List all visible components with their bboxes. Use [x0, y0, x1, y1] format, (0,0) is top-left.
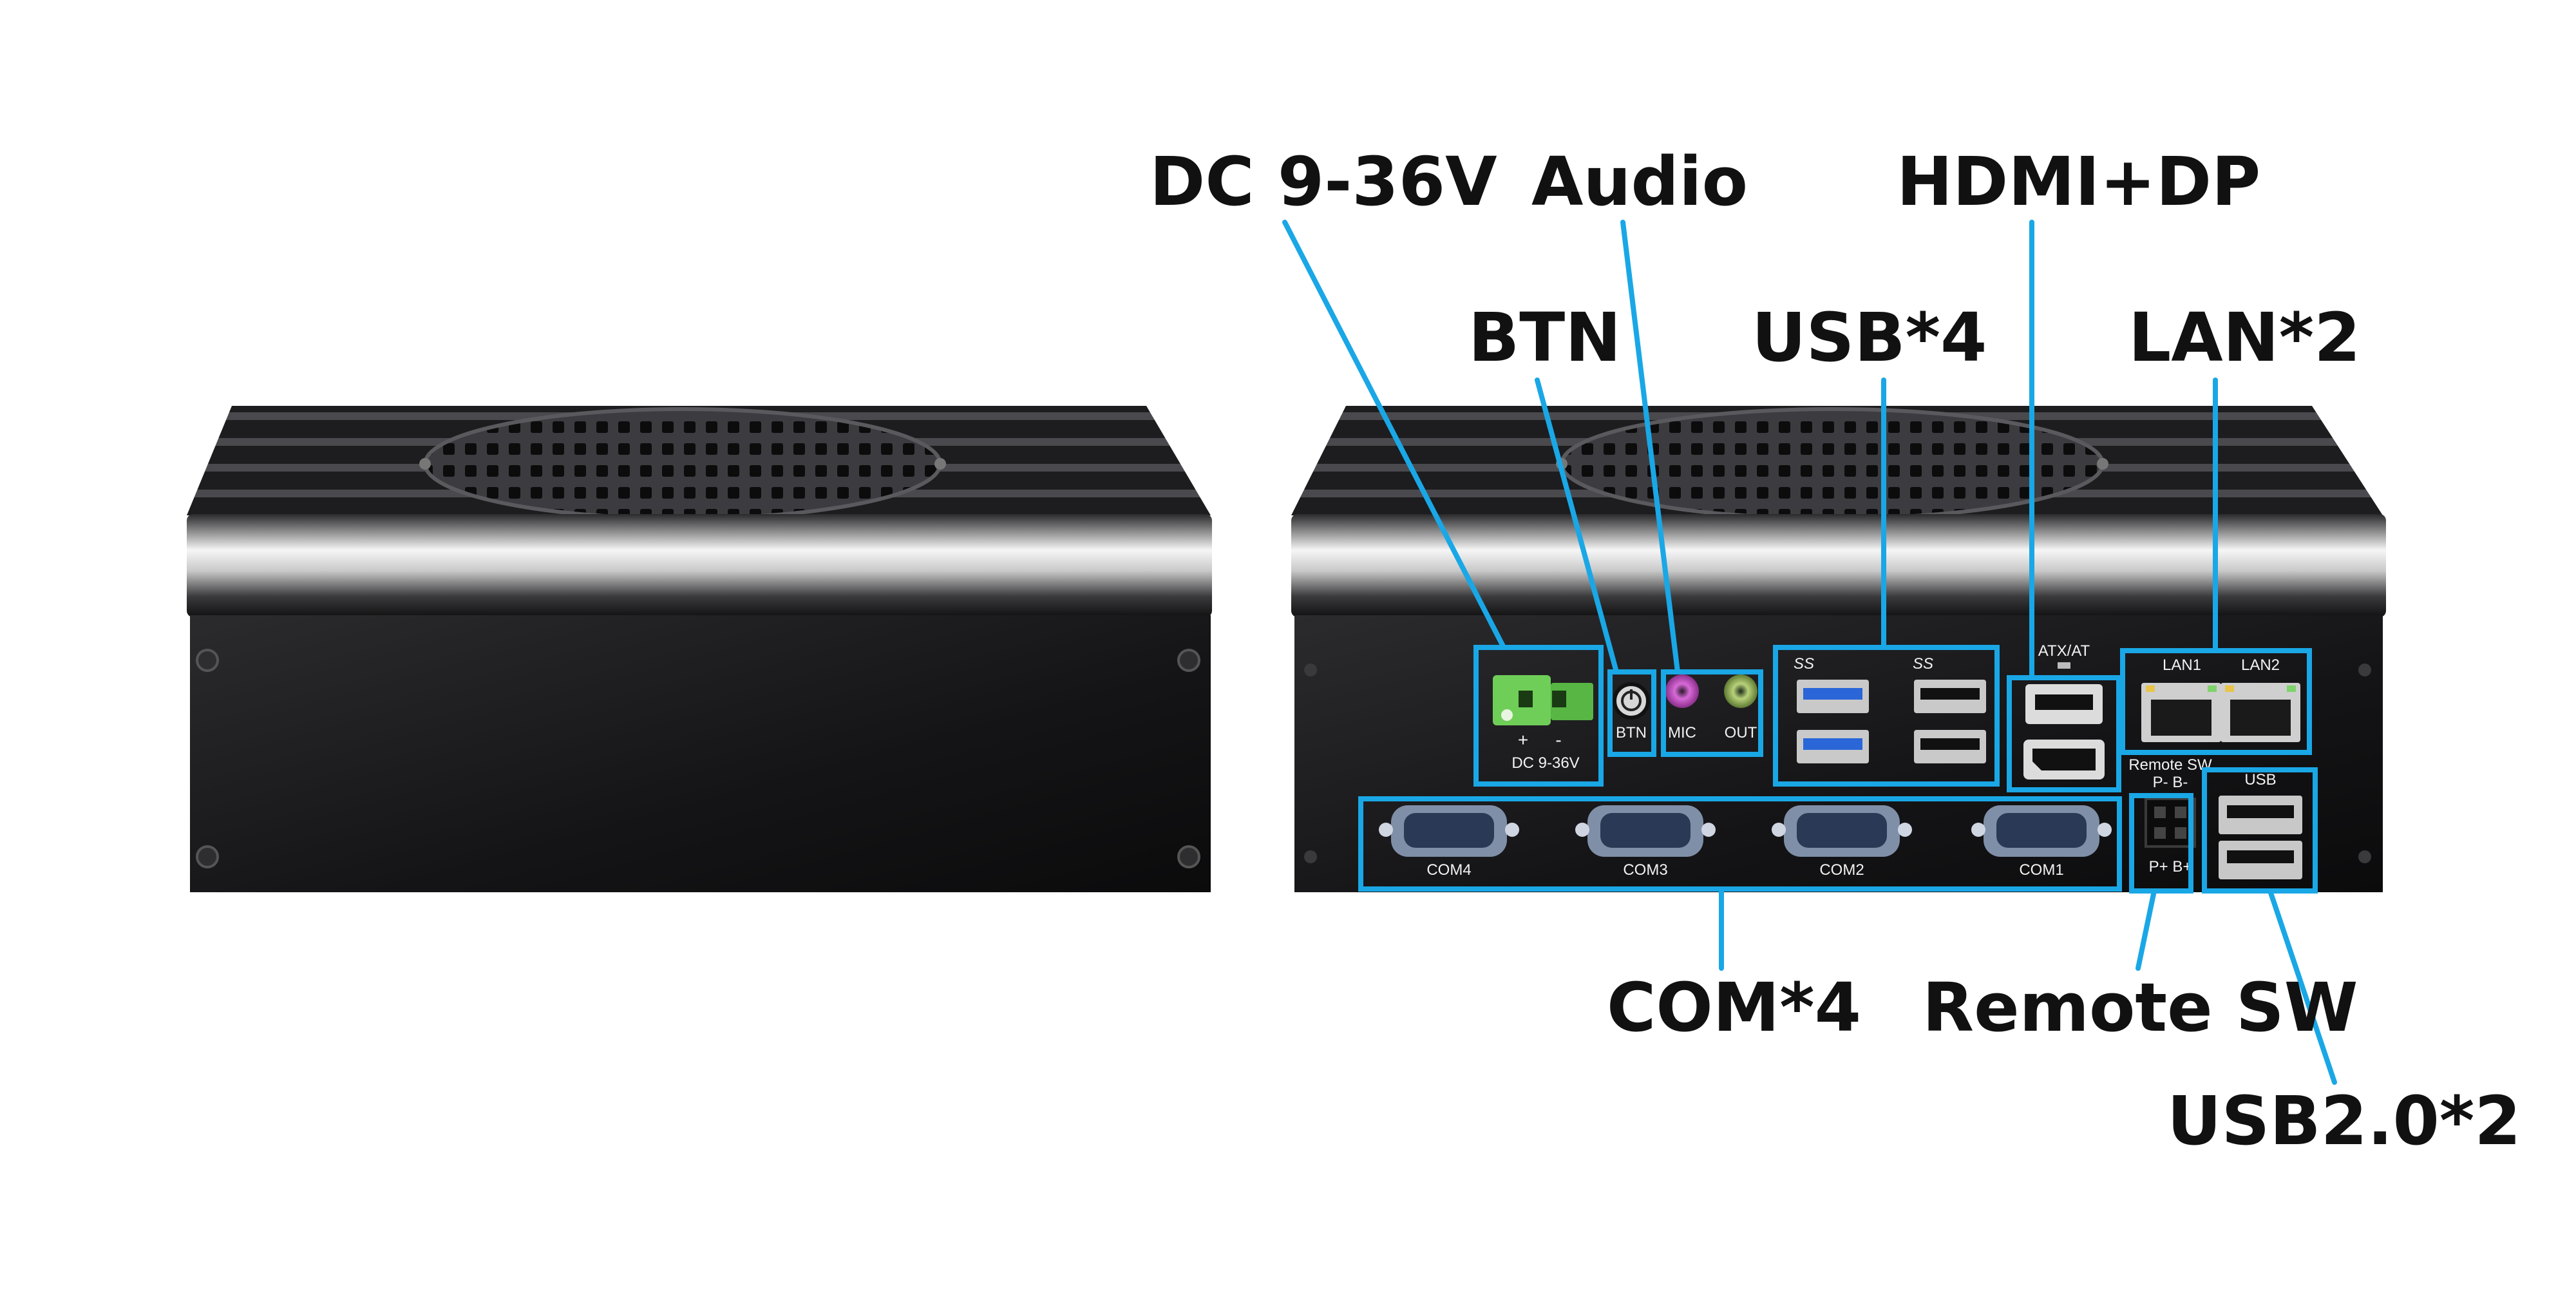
remote-bottom-pins-label: P+ B+	[2149, 858, 2192, 875]
com4-label: COM4	[1426, 861, 1471, 879]
leader-lines	[1282, 220, 2337, 1085]
com1-label: COM1	[2019, 861, 2063, 879]
dc-leader-line	[1282, 220, 1506, 650]
lan1-label: LAN1	[2163, 656, 2201, 674]
remote-switch-header: Remote SW P- B- P+ B+	[2128, 756, 2212, 875]
screw-icon	[196, 845, 219, 868]
screw-icon	[1177, 845, 1200, 868]
callout-labels: DC 9-36V Audio HDMI+DP BTN USB*4 LAN*2 C…	[1150, 142, 2521, 1160]
com2-port[interactable]	[1772, 805, 1912, 857]
screw-icon	[2097, 458, 2108, 470]
dc-power-terminal: + - DC 9-36V	[1493, 675, 1593, 772]
screw-icon	[1177, 649, 1200, 672]
remote-sw-title: Remote SW	[2128, 756, 2212, 774]
screw-icon	[1304, 664, 1317, 676]
screw-icon	[419, 458, 431, 470]
mic-label: MIC	[1668, 724, 1696, 741]
usb2-leader-line	[2268, 888, 2337, 1085]
device-side-view	[187, 406, 1212, 892]
usb3-ss-icon: SS	[1913, 655, 1933, 673]
audio-jacks: MIC OUT	[1665, 674, 1757, 741]
callout-usb2: USB2.0*2	[2167, 1082, 2521, 1160]
dc-plus-label: +	[1518, 730, 1528, 750]
remote-leader-line	[2136, 888, 2157, 971]
highlight-boxes	[1358, 645, 2318, 894]
top-cover-edge	[1291, 514, 2386, 617]
btn-label: BTN	[1616, 724, 1647, 741]
video-highlight-box	[2007, 675, 2121, 792]
usb3-ss-icon: SS	[1794, 655, 1814, 673]
callout-hdmi-dp: HDMI+DP	[1897, 142, 2260, 221]
btn-leader-line	[1535, 378, 1619, 674]
callout-lan2: LAN*2	[2128, 298, 2361, 377]
power-button[interactable]: BTN	[1613, 682, 1650, 741]
dc-minus-label: -	[1555, 730, 1561, 750]
atx-switch[interactable]	[2058, 662, 2070, 669]
usb2-highlight-box	[2202, 767, 2318, 894]
usb2-ports: USB	[2219, 771, 2302, 879]
lan-ports: LAN1 LAN2	[2141, 656, 2300, 742]
com-highlight-box	[1358, 796, 2122, 892]
screw-icon	[2358, 850, 2371, 863]
com3-label: COM3	[1623, 861, 1667, 879]
mic-jack[interactable]	[1665, 674, 1699, 708]
callout-audio: Audio	[1531, 142, 1748, 221]
remote-switch-connector[interactable]	[2145, 798, 2196, 848]
usb-icon: USB	[2244, 771, 2276, 789]
com3-port[interactable]	[1575, 805, 1716, 857]
callout-btn: BTN	[1468, 298, 1621, 377]
callout-remote-sw: Remote SW	[1922, 968, 2358, 1047]
video-ports: ATX/AT	[2023, 642, 2105, 779]
com2-label: COM2	[1819, 861, 1864, 879]
remote-highlight-box	[2129, 793, 2193, 894]
callout-com4: COM*4	[1607, 968, 1861, 1047]
fan-grille	[1560, 407, 2105, 521]
com1-port[interactable]	[1971, 805, 2112, 857]
btn-highlight-box	[1607, 669, 1656, 757]
screw-icon	[196, 649, 219, 672]
screw-icon	[1304, 850, 1317, 863]
screw-icon	[2358, 664, 2371, 676]
callout-dc: DC 9-36V	[1150, 142, 1497, 221]
dc-range-label: DC 9-36V	[1511, 754, 1579, 772]
com-ports: COM4 COM3 COM2 COM1	[1379, 805, 2112, 879]
lan2-label: LAN2	[2241, 656, 2280, 674]
audio-out-jack[interactable]	[1724, 674, 1757, 708]
chassis-body	[190, 615, 1211, 892]
fan-grille	[423, 407, 942, 521]
atx-at-label: ATX/AT	[2038, 642, 2090, 660]
remote-top-pins-label: P- B-	[2153, 774, 2188, 791]
audio-leader-line	[1620, 220, 1680, 674]
audio-highlight-box	[1661, 669, 1763, 757]
top-cover-edge	[187, 514, 1212, 617]
out-label: OUT	[1725, 724, 1757, 741]
usb3-ports: SS SS	[1794, 655, 1986, 763]
callout-usb4: USB*4	[1752, 298, 1987, 377]
screw-icon	[934, 458, 946, 470]
dc-highlight-box	[1473, 645, 1604, 787]
com4-port[interactable]	[1379, 805, 1519, 857]
